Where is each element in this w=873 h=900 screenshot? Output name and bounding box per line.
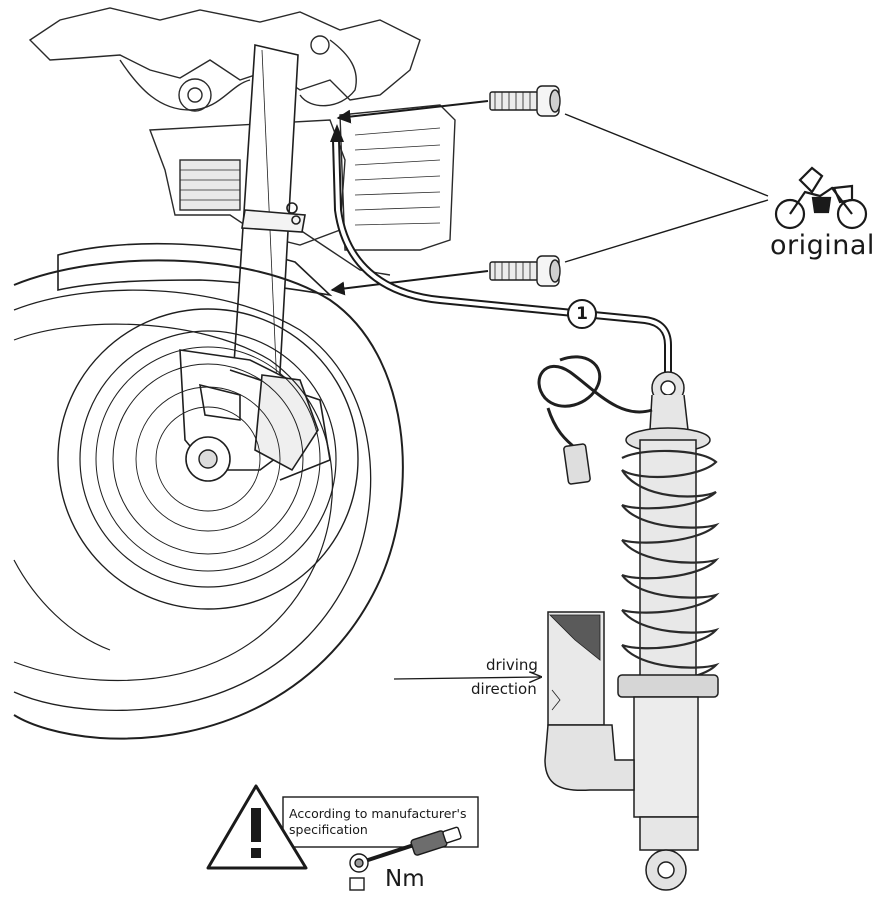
original-label: original xyxy=(770,230,873,261)
lower-bolt xyxy=(489,255,561,287)
torque-specification-text: According to manufacturer's specificatio… xyxy=(289,806,467,837)
front-wheel xyxy=(13,259,404,740)
torque-unit-label: Nm xyxy=(385,866,425,892)
callout-number-badge: 1 xyxy=(567,299,597,329)
bolt-insertion-arrows xyxy=(330,100,489,296)
motorcycle-frame xyxy=(28,7,456,276)
original-leader-lines xyxy=(564,113,769,263)
upper-bolt xyxy=(489,85,561,117)
torque-wrench-icon xyxy=(349,826,462,891)
driving-direction-label-line2: direction xyxy=(471,680,537,698)
hose-routing-line xyxy=(330,124,672,380)
shock-absorber xyxy=(537,355,720,891)
driving-direction-label-line1: driving xyxy=(486,656,538,674)
driving-direction-arrow xyxy=(393,677,540,679)
motorcycle-with-boxes-icon xyxy=(774,166,868,230)
